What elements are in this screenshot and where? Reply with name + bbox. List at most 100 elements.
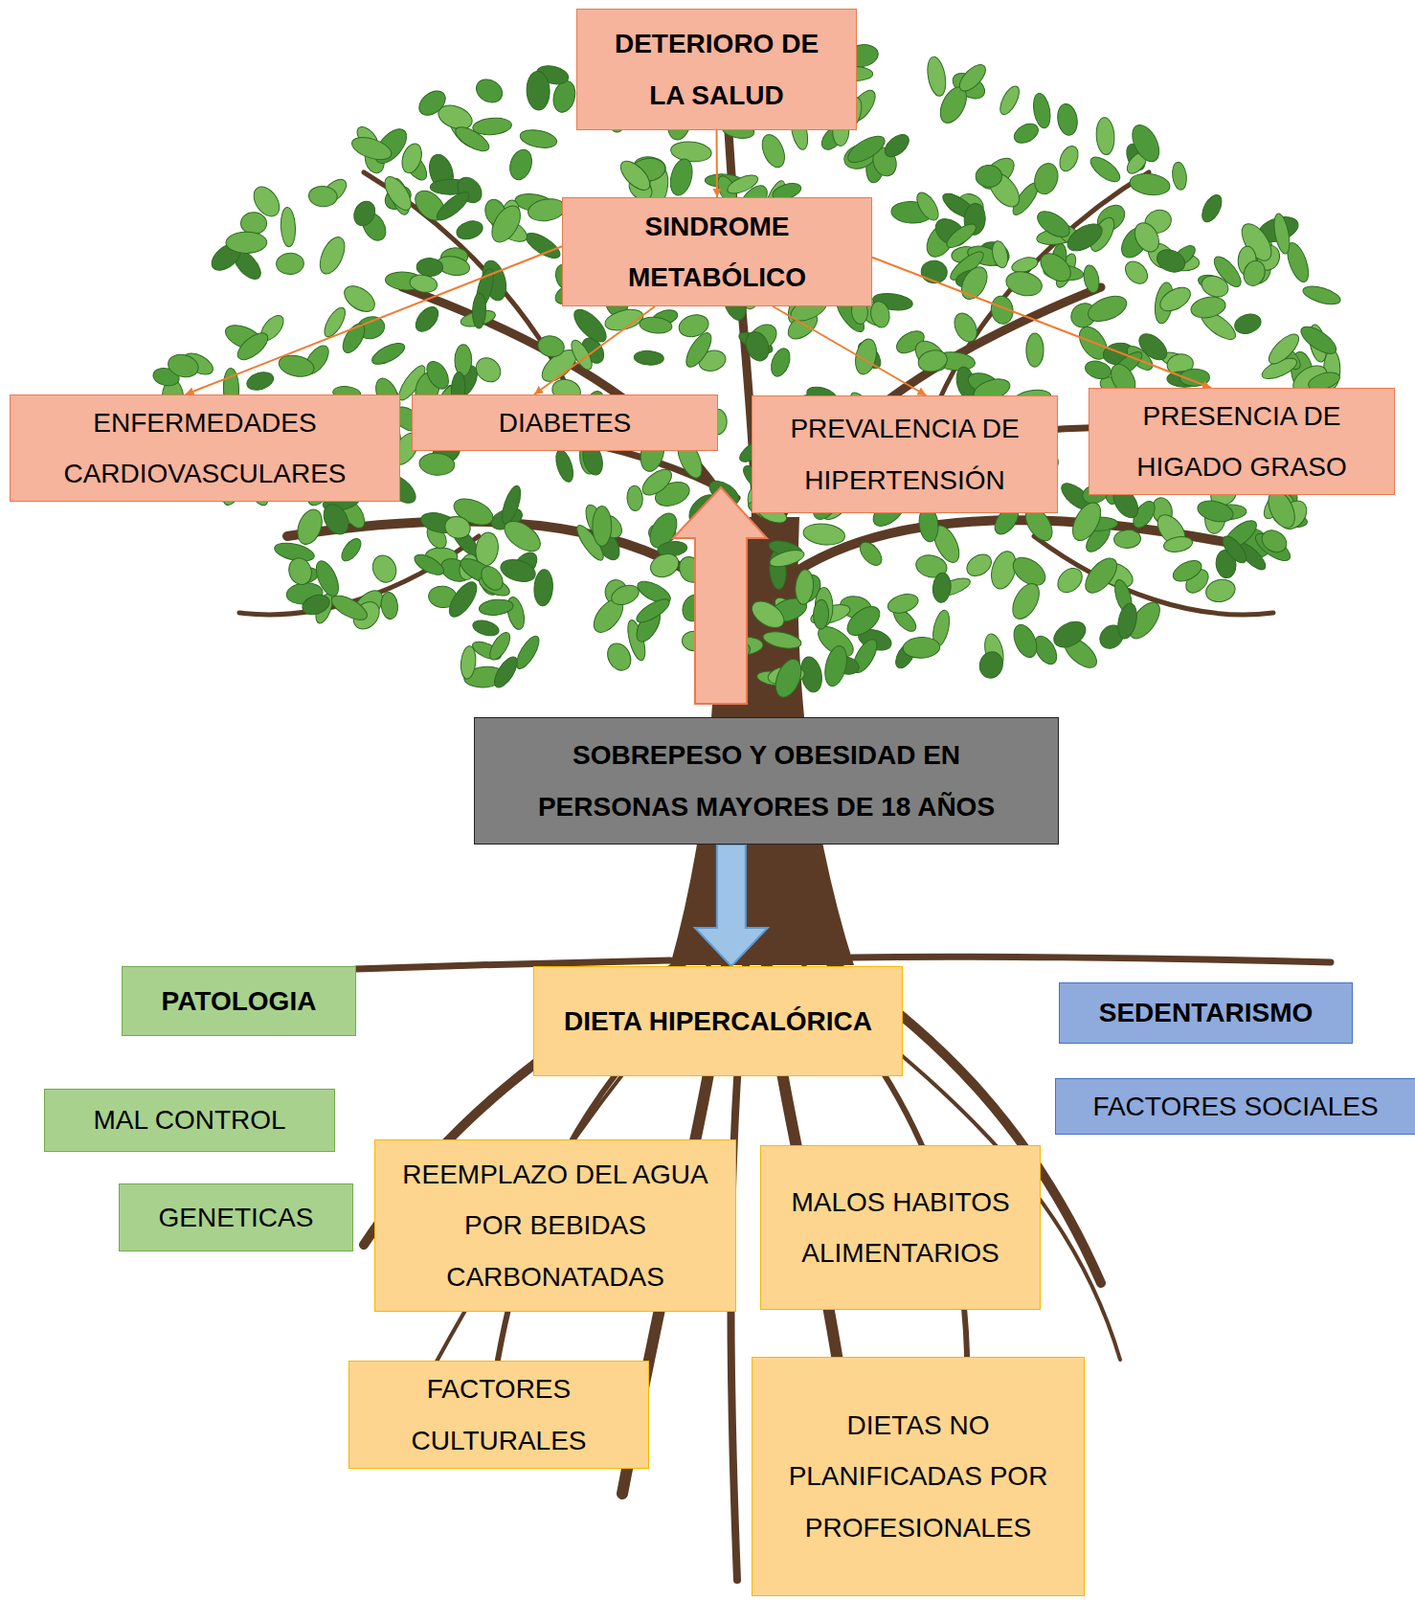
node-text: FACTORES CULTURALES: [370, 1363, 628, 1465]
cause-box: DIETA HIPERCALÓRICA: [533, 965, 903, 1077]
leaf: [418, 451, 455, 477]
arrow-connector: [872, 257, 1212, 388]
leaf: [637, 464, 676, 500]
leaf: [843, 131, 889, 168]
leaf: [459, 645, 477, 680]
leaf: [976, 649, 1006, 681]
block-arrow-up: [673, 487, 767, 704]
leaf: [1113, 529, 1142, 549]
leaf: [1170, 160, 1189, 191]
effect-box: ENFERMEDADES CARDIOVASCULARES: [9, 394, 401, 502]
leaf: [1197, 191, 1226, 225]
effect-box: SINDROME METABÓLICO: [561, 197, 873, 307]
leaf: [632, 594, 673, 627]
cause-box: PATOLOGIA: [121, 965, 357, 1036]
leaf: [486, 201, 527, 248]
leaf: [369, 338, 408, 369]
leaf: [1009, 621, 1041, 661]
leaf: [454, 218, 486, 243]
leaf: [339, 280, 380, 317]
leaf: [416, 257, 444, 277]
leaf: [1007, 579, 1045, 624]
leaf: [471, 292, 487, 329]
leaf: [454, 344, 472, 377]
block-arrow: [695, 844, 768, 966]
tree-roots: [356, 956, 1331, 1580]
leaf: [349, 197, 379, 229]
leaf: [328, 590, 372, 625]
leaf: [525, 70, 550, 111]
leaf: [245, 369, 276, 394]
leaf: [638, 315, 674, 336]
leaf: [758, 131, 789, 171]
leaf: [996, 83, 1024, 117]
leaf: [380, 172, 417, 215]
leaf: [1128, 171, 1172, 198]
leaf: [337, 535, 365, 564]
leaf: [1003, 268, 1045, 299]
leaf: [552, 448, 577, 485]
leaf: [1062, 218, 1106, 256]
node-text: PATOLOGIA: [161, 975, 317, 1027]
leaf: [471, 353, 506, 387]
node-text: MALOS HABITOS ALIMENTARIOS: [782, 1176, 1019, 1279]
leaf: [793, 568, 814, 606]
leaf: [338, 319, 370, 357]
leaf: [1153, 245, 1190, 276]
leaf: [165, 351, 202, 381]
cause-box: FACTORES CULTURALES: [348, 1360, 650, 1469]
leaf: [533, 568, 555, 607]
leaf: [1081, 264, 1102, 295]
leaf: [955, 60, 990, 96]
effect-box: DETERIORO DE LA SALUD: [576, 8, 857, 131]
leaf: [1067, 497, 1107, 545]
leaf: [670, 139, 713, 163]
root: [852, 956, 1331, 963]
leaf: [1203, 576, 1237, 605]
leaf: [1121, 256, 1152, 288]
leaf: [1257, 525, 1291, 557]
leaf: [1049, 616, 1090, 653]
leaf: [1198, 271, 1232, 300]
leaf: [949, 309, 982, 346]
leaf: [1026, 333, 1044, 367]
leaf: [1082, 358, 1113, 382]
leaf: [770, 655, 807, 701]
leaf: [1297, 321, 1341, 360]
leaf: [1271, 212, 1293, 256]
leaf: [408, 272, 439, 294]
leaf: [821, 643, 851, 688]
leaf: [314, 233, 350, 278]
problem-box: SOBREPESO Y OBESIDAD EN PERSONAS MAYORES…: [473, 717, 1059, 845]
effect-box: DIABETES: [411, 394, 719, 451]
node-text: GENETICAS: [158, 1191, 315, 1243]
cause-box: REEMPLAZO DEL AGUA POR BEBIDAS CARBONATA…: [374, 1139, 737, 1312]
effect-box: PRESENCIA DE HIGADO GRASO: [1088, 387, 1395, 495]
leaf: [1301, 282, 1343, 308]
leaf: [368, 551, 401, 586]
leaf: [299, 591, 333, 619]
leaf: [414, 86, 450, 121]
leaf: [521, 227, 563, 263]
leaf: [240, 211, 268, 235]
node-text: DIETA HIPERCALÓRICA: [563, 995, 873, 1047]
leaf: [975, 164, 1003, 187]
arrow-connector: [716, 130, 719, 198]
leaf: [963, 549, 996, 581]
leaf: [852, 336, 879, 377]
leaf: [225, 231, 268, 254]
leaf: [1055, 143, 1082, 175]
node-text: DIABETES: [498, 397, 631, 449]
cause-box: DIETAS NO PLANIFICADAS POR PROFESIONALES: [751, 1356, 1085, 1596]
branch: [363, 172, 575, 403]
leaf: [767, 546, 807, 570]
leaf: [320, 304, 350, 340]
leaf: [518, 127, 560, 152]
node-text: SOBREPESO Y OBESIDAD EN PERSONAS MAYORES…: [495, 729, 1037, 832]
leaf: [943, 220, 980, 252]
leaf: [536, 333, 566, 360]
leaf: [380, 590, 400, 620]
leaf: [1126, 120, 1165, 166]
leaf: [592, 506, 612, 547]
